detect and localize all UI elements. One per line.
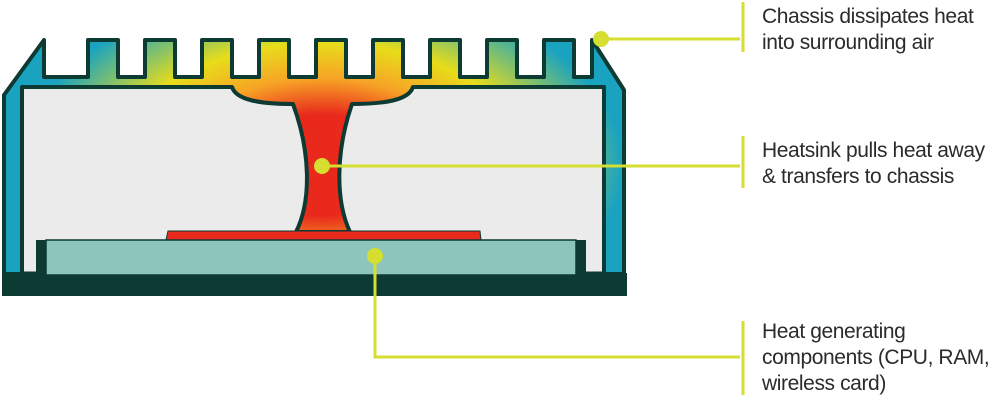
callout-components: Heat generating components (CPU, RAM, wi…	[762, 319, 990, 397]
callout-heatsink: Heatsink pulls heat away & transfers to …	[762, 138, 985, 190]
leader-components	[373, 256, 740, 359]
marker-heatsink	[314, 158, 330, 174]
callout-heatsink-line-1: Heatsink pulls heat away	[762, 139, 985, 162]
marker-chassis	[593, 31, 609, 47]
callout-chassis-line-2: into surrounding air	[762, 31, 934, 54]
chassis-shell	[2, 38, 626, 276]
callout-components-line-2: components (CPU, RAM,	[762, 346, 990, 369]
board-bracket-left	[36, 240, 46, 275]
heatsink-plate	[165, 230, 482, 241]
base-plate	[2, 273, 627, 296]
callout-components-line-1: Heat generating	[762, 320, 906, 343]
marker-components	[367, 248, 383, 264]
callout-chassis-line-1: Chassis dissipates heat	[762, 5, 974, 28]
board-bracket-right	[576, 240, 586, 275]
callout-heatsink-line-2: & transfers to chassis	[762, 165, 954, 188]
callout-components-line-3: wireless card)	[762, 372, 886, 395]
callout-chassis: Chassis dissipates heat into surrounding…	[762, 4, 974, 56]
component-board	[45, 239, 577, 276]
